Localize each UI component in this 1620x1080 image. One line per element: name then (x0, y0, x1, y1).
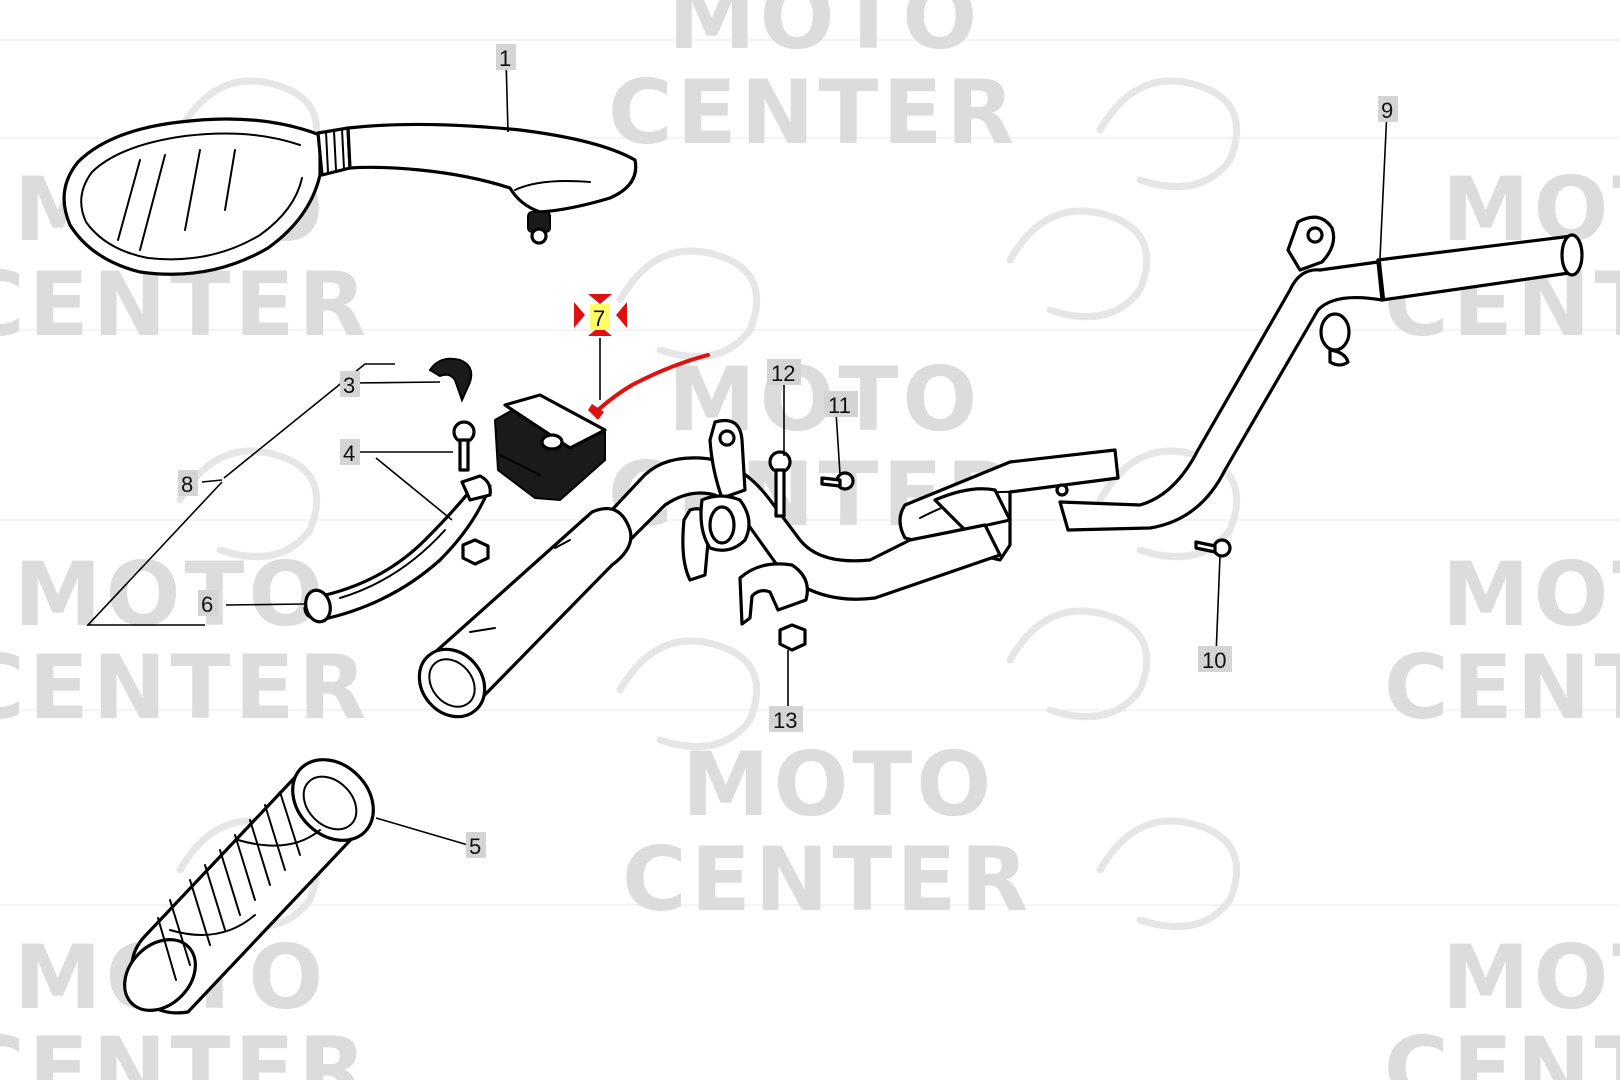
callout-1[interactable]: 1 (496, 44, 516, 71)
watermark-moto: MOTO (14, 543, 327, 646)
watermark-center: CENTER (0, 636, 370, 739)
cable-icon[interactable] (588, 353, 710, 420)
callout-7-selected[interactable]: 7 (574, 294, 627, 336)
callout-3[interactable]: 3 (340, 371, 360, 398)
callout-5[interactable]: 5 (466, 832, 486, 859)
callout-8[interactable]: 8 (178, 470, 198, 497)
callout-6[interactable]: 6 (198, 590, 218, 617)
watermark-moto: MOTO (1442, 926, 1620, 1029)
callout-label: 1 (499, 46, 511, 71)
selection-marker (588, 326, 612, 336)
watermark-center: CENTER (1384, 636, 1620, 739)
callout-10[interactable]: 10 (1198, 646, 1232, 673)
bolt-icon[interactable] (1194, 538, 1232, 558)
lever-icon[interactable] (302, 474, 492, 625)
switch-housing-icon[interactable] (493, 393, 607, 502)
callout-label: 5 (469, 834, 481, 859)
selection-marker (616, 302, 627, 328)
watermark-moto: MOTO (1442, 543, 1620, 646)
nut-icon[interactable] (461, 538, 490, 566)
callout-9[interactable]: 9 (1378, 96, 1398, 123)
watermark-center: CENTER (622, 828, 1032, 931)
selection-marker (588, 294, 612, 304)
callout-13[interactable]: 13 (769, 706, 803, 733)
watermark-center: CENTER (0, 1018, 370, 1080)
mirror-icon[interactable] (62, 117, 638, 276)
watermark-center: CENTER (1384, 1018, 1620, 1080)
clamp-icon[interactable] (699, 494, 809, 626)
callout-label: 12 (771, 361, 795, 386)
callout-label: 13 (773, 708, 797, 733)
callout-label: 6 (201, 592, 213, 617)
callout-label: 8 (181, 472, 193, 497)
callout-4[interactable]: 4 (340, 439, 360, 466)
bolt-icon[interactable] (768, 450, 792, 518)
bolt-icon[interactable] (820, 471, 855, 491)
callout-label: 9 (1381, 98, 1393, 123)
bolt-icon[interactable] (452, 420, 476, 472)
callout-12[interactable]: 12 (767, 359, 801, 386)
grip-icon[interactable] (111, 743, 390, 1024)
callout-label: 10 (1202, 648, 1226, 673)
lever-bracket-icon[interactable] (428, 357, 473, 403)
callout-label: 3 (343, 373, 355, 398)
callout-label: 7 (593, 306, 605, 331)
callout-11[interactable]: 11 (824, 391, 858, 418)
callout-label: 11 (828, 393, 851, 418)
watermark-moto: MOTO (668, 0, 981, 69)
watermark-moto: MOTO (682, 733, 995, 836)
callout-label: 4 (343, 441, 355, 466)
selection-marker (574, 302, 585, 328)
nut-icon[interactable] (778, 623, 807, 652)
watermark-center: CENTER (608, 61, 1018, 164)
handlebar-icon[interactable] (406, 215, 1584, 730)
leader-lines (86, 57, 1388, 846)
watermark-bikes (176, 77, 1241, 931)
